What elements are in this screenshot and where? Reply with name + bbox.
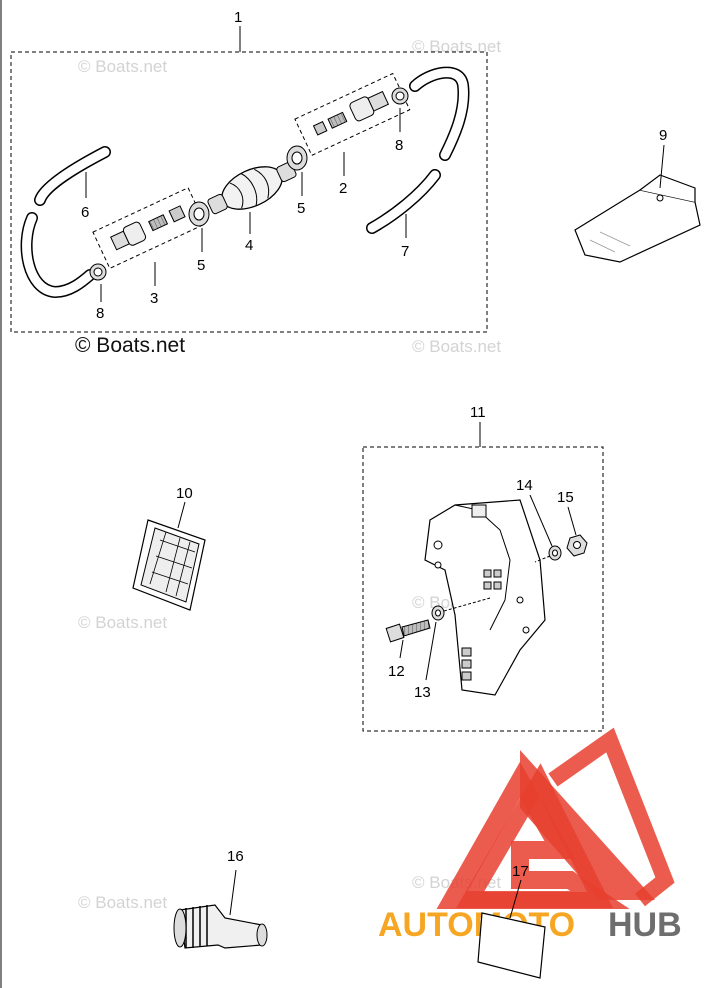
watermark: © Boats.net [412,337,501,356]
callout-2: 2 [339,180,347,197]
callout-5-left: 5 [197,257,205,274]
watermark: © Boats.net [412,37,501,56]
callout-8-right: 8 [395,137,403,154]
callout-8-left: 8 [96,305,104,322]
clamp-8-left [89,263,107,281]
callout-5-right: 5 [297,200,305,217]
bracket-group-11: 11 12 13 [362,404,604,732]
watermark: © Boats.net [78,57,167,76]
callout-10: 10 [176,485,193,502]
callout-6: 6 [81,204,89,221]
steering-bracket [424,499,546,696]
group-1-dashed-box [10,51,488,333]
decal-sheet-10: 10 [132,485,206,611]
watermark: © Boats.net [78,613,167,632]
callout-1: 1 [234,9,242,26]
connector-2 [294,72,411,157]
tool-bag-9: 9 [574,127,701,263]
fitting-5-right [286,145,308,171]
watermark-prominent: © Boats.net [75,334,185,357]
bolt-12 [385,619,431,643]
logo-text-orange: AUTOMOTO [378,906,575,944]
watermark: © Boats.net [78,893,167,912]
washer-14 [548,545,562,561]
hose-7 [366,66,470,234]
callout-16: 16 [227,848,244,865]
callout-3: 3 [150,290,158,307]
flush-adapter-16: 16 [173,848,268,949]
callout-9: 9 [659,127,667,144]
callout-17: 17 [512,863,529,880]
hose-6 [20,146,111,299]
callout-7: 7 [401,243,409,260]
fuel-line-group: 1 6 8 3 5 [10,9,488,333]
callout-13: 13 [414,684,431,701]
callout-14: 14 [516,477,533,494]
connector-3 [92,187,206,270]
clamp-8-right [391,87,409,105]
primer-bulb-4 [207,161,297,215]
callout-11: 11 [470,404,486,421]
automotohub-logo: AUTOMOTO HUB [378,727,682,944]
callout-4: 4 [245,237,253,254]
logo-text-gray: HUB [608,906,682,944]
washer-13 [431,605,445,621]
group-11-dashed-box [362,446,604,732]
nut-15 [566,534,588,557]
callout-15: 15 [557,489,574,506]
card-17: 17 [477,863,546,979]
fitting-5-left [188,201,210,227]
callout-12: 12 [388,663,405,680]
